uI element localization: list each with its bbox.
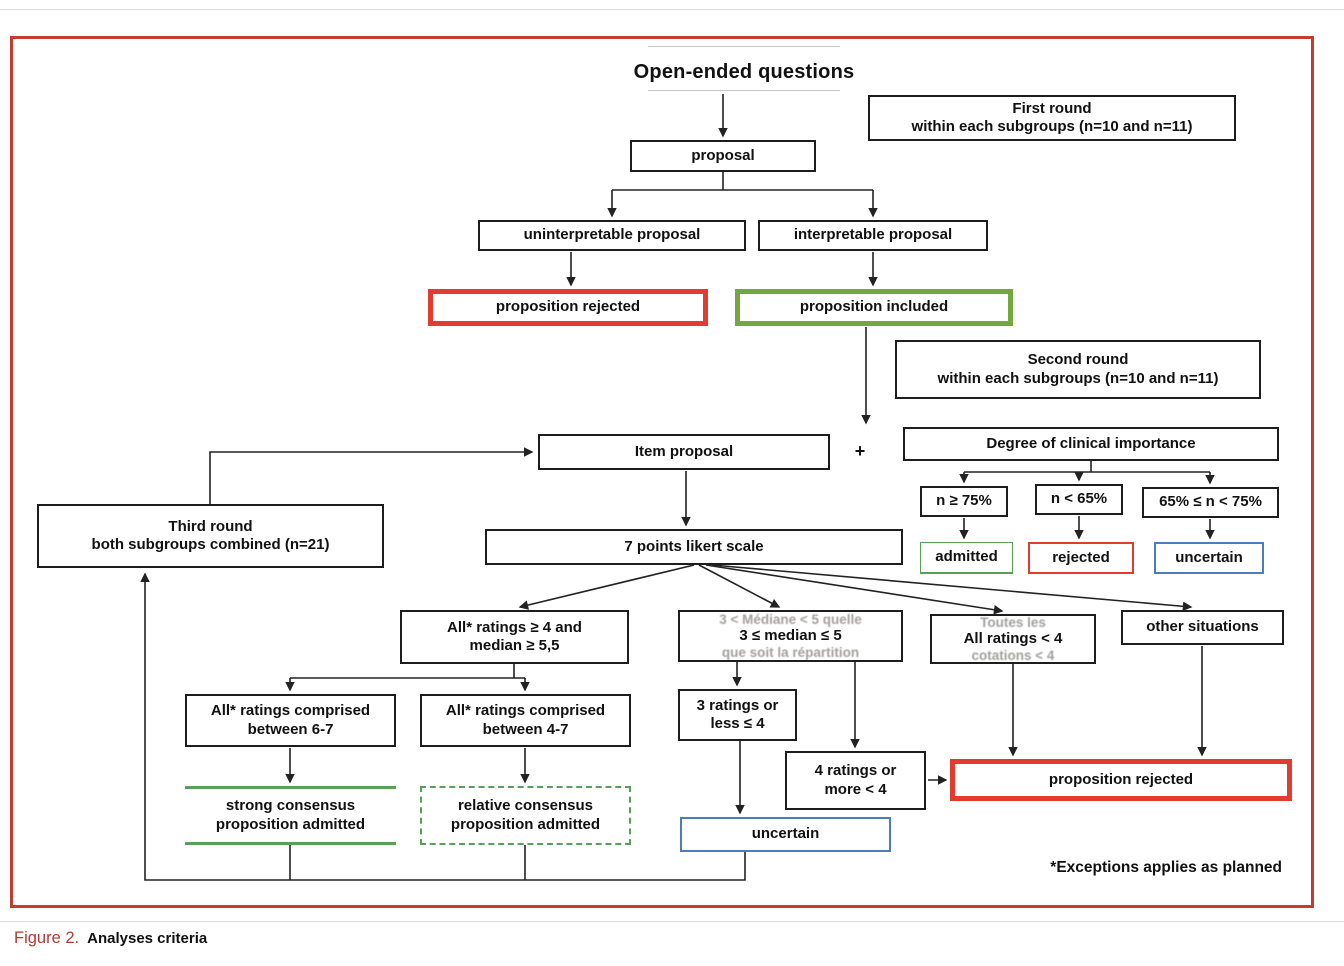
- overprint-artifact-text: Toutes les: [980, 614, 1046, 630]
- node-item-proposal: Item proposal: [538, 434, 830, 470]
- node-median-3-5-label: 3 ≤ median ≤ 5: [739, 627, 842, 645]
- figure-caption-text: Analyses criteria: [87, 930, 208, 947]
- node-4-ratings-or-more: 4 ratings or more < 4: [785, 751, 926, 810]
- title-bottom-rule: [648, 90, 840, 91]
- plus-sign: +: [854, 441, 866, 462]
- node-proposition-rejected-final: proposition rejected: [950, 759, 1292, 801]
- overprint-artifact-text: que soit la répartition: [721, 644, 860, 660]
- node-relative-consensus: relative consensus proposition admitted: [420, 786, 631, 845]
- node-uninterpretable-proposal: uninterpretable proposal: [478, 220, 746, 251]
- figure-caption: Figure 2. Analyses criteria: [14, 929, 207, 948]
- node-proposition-rejected-first: proposition rejected: [428, 289, 708, 326]
- page-top-rule: [0, 9, 1344, 10]
- all-lt4-stack: Toutes les All ratings < 4 cotations < 4: [964, 615, 1063, 663]
- overprint-artifact-text: 3 < Médiane < 5 quelle: [719, 611, 862, 627]
- connector-lines: [140, 94, 1215, 881]
- node-uncertain-percentage: uncertain: [1154, 542, 1264, 574]
- node-n-ge-75: n ≥ 75%: [920, 486, 1008, 517]
- node-ratings-comprised-6-7: All* ratings comprised between 6-7: [185, 694, 396, 747]
- node-proposition-included: proposition included: [735, 289, 1013, 326]
- node-all-ratings-ge4: All* ratings ≥ 4 and median ≥ 5,5: [400, 610, 629, 664]
- diagram-title: Open-ended questions: [633, 60, 855, 83]
- node-all-ratings-lt4: Toutes les All ratings < 4 cotations < 4: [930, 614, 1096, 664]
- figure-frame: [10, 36, 1314, 908]
- node-all-ratings-lt4-label: All ratings < 4: [963, 630, 1063, 648]
- node-uncertain-likert: uncertain: [680, 817, 891, 852]
- node-third-round: Third round both subgroups combined (n=2…: [37, 504, 384, 568]
- title-top-rule: [648, 46, 840, 47]
- figure-caption-label: Figure 2.: [14, 929, 80, 947]
- node-admitted: admitted: [920, 542, 1013, 574]
- node-n-lt-65: n < 65%: [1035, 484, 1123, 515]
- node-first-round: First round within each subgroups (n=10 …: [868, 95, 1236, 141]
- overprint-artifact-text: cotations < 4: [971, 647, 1055, 663]
- node-clinical-importance: Degree of clinical importance: [903, 427, 1279, 461]
- node-median-3-5: 3 < Médiane < 5 quelle 3 ≤ median ≤ 5 qu…: [678, 610, 903, 662]
- node-proposal: proposal: [630, 140, 816, 172]
- node-other-situations: other situations: [1121, 610, 1284, 645]
- node-n-65-75: 65% ≤ n < 75%: [1142, 487, 1279, 518]
- node-interpretable-proposal: interpretable proposal: [758, 220, 988, 251]
- page-bottom-rule: [0, 921, 1344, 922]
- median-3-5-stack: 3 < Médiane < 5 quelle 3 ≤ median ≤ 5 qu…: [719, 612, 862, 660]
- exceptions-footnote: *Exceptions applies as planned: [1050, 859, 1282, 876]
- node-3-ratings-or-less: 3 ratings or less ≤ 4: [678, 689, 797, 741]
- node-rejected-percentage: rejected: [1028, 542, 1134, 574]
- node-strong-consensus: strong consensus proposition admitted: [185, 786, 396, 845]
- node-second-round: Second round within each subgroups (n=10…: [895, 340, 1261, 399]
- node-ratings-comprised-4-7: All* ratings comprised between 4-7: [420, 694, 631, 747]
- node-likert-scale: 7 points likert scale: [485, 529, 903, 565]
